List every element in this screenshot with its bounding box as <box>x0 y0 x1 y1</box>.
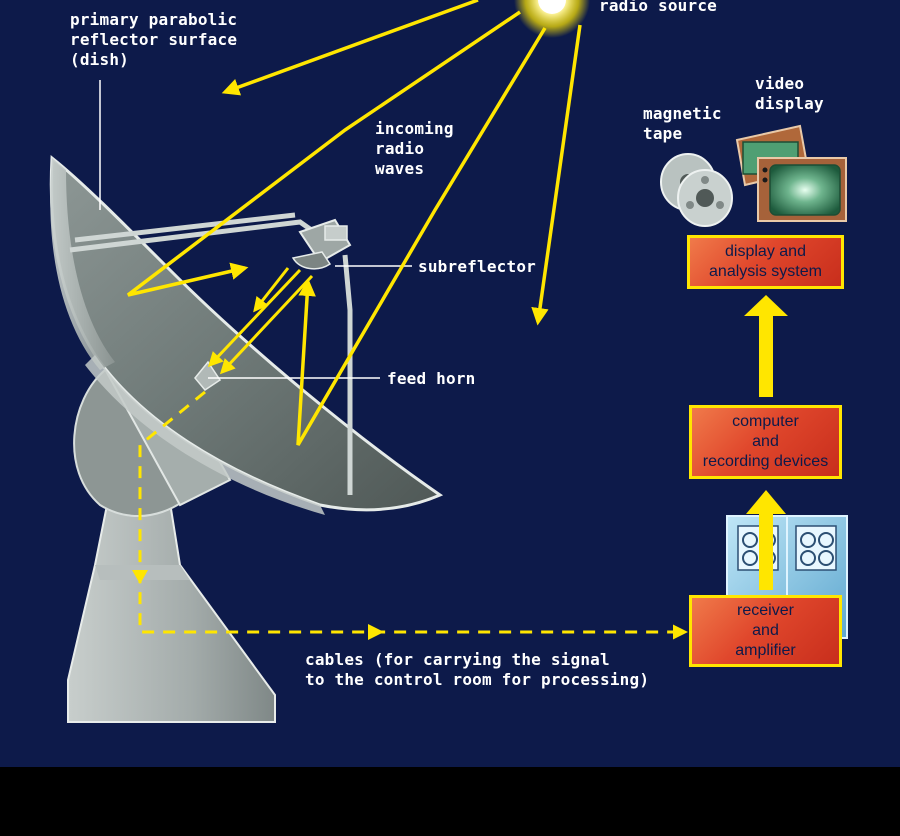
radio-telescope-illustration <box>49 0 848 723</box>
subreflector-unit <box>291 218 352 270</box>
dish-label: primary parabolic reflector surface (dis… <box>70 10 238 69</box>
signal-cable <box>138 390 688 640</box>
feed-horn-label: feed horn <box>387 369 476 388</box>
bottom-black-bar <box>0 767 900 836</box>
display-analysis-box: display and analysis system <box>687 235 844 289</box>
feed-horn-unit <box>194 360 222 391</box>
computer-recording-box: computer and recording devices <box>689 405 842 479</box>
cable-arrowheads <box>132 570 384 640</box>
subreflector-label: subreflector <box>418 257 536 276</box>
radio-source-icon <box>514 0 590 38</box>
magnetic-tape-label: magnetic tape <box>643 104 722 143</box>
flow-arrow-receiver-to-computer <box>746 490 786 590</box>
diagram-canvas: radio source primary parabolic reflector… <box>0 0 900 767</box>
computer-recording-text: computer and recording devices <box>702 413 829 470</box>
parabolic-dish <box>49 155 444 515</box>
video-display-icon <box>735 124 847 222</box>
receiver-amplifier-text: receiver and amplifier <box>735 602 796 659</box>
flow-arrow-computer-to-display <box>744 295 788 397</box>
radio-source-label: radio source <box>599 0 717 15</box>
cables-label: cables (for carrying the signal to the c… <box>305 650 650 689</box>
video-display-label: video display <box>755 74 824 113</box>
display-analysis-text: display and analysis system <box>709 243 822 280</box>
receiver-amplifier-box: receiver and amplifier <box>689 595 842 667</box>
reflected-waves <box>207 267 314 375</box>
incoming-waves-label: incoming radio waves <box>375 119 454 178</box>
leader-lines <box>99 80 412 379</box>
magnetic-tape-icon <box>660 153 733 227</box>
incoming-radio-waves <box>126 0 582 446</box>
